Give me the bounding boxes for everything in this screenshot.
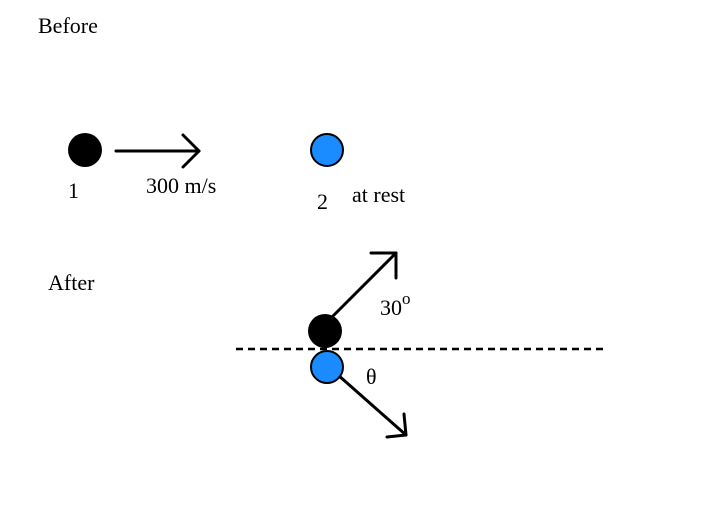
after-heading: After	[48, 270, 95, 295]
ball-2-before	[310, 133, 344, 167]
ball-1-after-arrow-icon	[331, 251, 398, 318]
ball-2-label: 2	[317, 189, 328, 214]
ball-2-after	[310, 350, 344, 384]
before-heading: Before	[38, 13, 98, 38]
degree-sign: o	[402, 289, 411, 308]
ball-1-label: 1	[68, 178, 79, 203]
angle-theta-label: θ	[366, 364, 377, 389]
ball-1-after	[308, 314, 342, 348]
velocity-label: 300 m/s	[146, 173, 216, 198]
angle-30-label: 30o	[380, 289, 411, 320]
ball-1-before	[68, 133, 102, 167]
ball-2-after-arrow-icon	[336, 373, 408, 439]
at-rest-label: at rest	[352, 182, 405, 207]
velocity-arrow-icon	[114, 133, 201, 169]
